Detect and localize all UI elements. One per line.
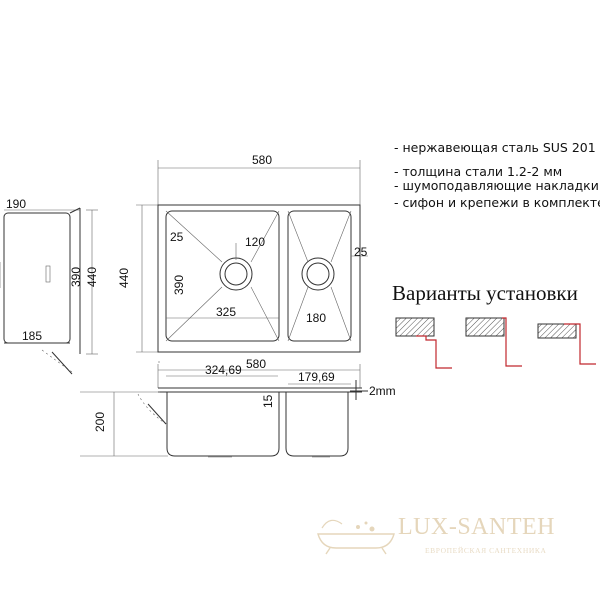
dim-top-width: 580 — [252, 153, 272, 167]
dim-right-width: 180 — [306, 311, 326, 325]
dim-side-width: 190 — [6, 197, 26, 211]
dim-section-width: 580 — [246, 357, 266, 371]
bathtub-logo-icon — [318, 520, 394, 554]
brand-name: LUX-SANTEH — [398, 514, 555, 540]
dim-left-corner: 25 — [170, 230, 184, 244]
spec-item: - толщина стали 1.2-2 мм — [394, 164, 562, 179]
variant-undermount-icon — [396, 318, 452, 368]
dim-side-inner: 390 — [69, 267, 83, 287]
dim-left-depth: 390 — [172, 275, 186, 295]
side-view: 190 390 440 185 — [0, 197, 99, 374]
dim-side-bottom: 185 — [22, 329, 42, 343]
dim-top-depth: 440 — [117, 268, 131, 288]
dim-section-height: 200 — [93, 412, 107, 432]
spec-item: - нержавеющая сталь SUS 201 — [394, 140, 596, 155]
dim-section-left: 324,69 — [205, 363, 242, 377]
spec-item: - шумоподавляющие накладки — [394, 178, 599, 193]
dim-section-thickness: 2mm — [369, 384, 396, 398]
brand-tagline: ЕВРОПЕЙСКАЯ САНТЕХНИКА — [425, 546, 546, 555]
dim-side-outer: 440 — [85, 267, 99, 287]
variant-overmount-icon — [538, 324, 596, 364]
installation-variants: Варианты установки — [392, 281, 596, 368]
dim-left-width: 325 — [216, 305, 236, 319]
variants-title: Варианты установки — [392, 281, 578, 305]
brand-watermark: LUX-SANTEH ЕВРОПЕЙСКАЯ САНТЕХНИКА — [318, 514, 555, 555]
dim-section-right: 179,69 — [298, 370, 335, 384]
section-view: 580 324,69 179,69 15 2mm 200 — [80, 357, 396, 457]
variant-flush-icon — [466, 318, 522, 366]
spec-list: - нержавеющая сталь SUS 201 - толщина ст… — [394, 140, 600, 210]
spec-item: - сифон и крепежи в комплекте — [394, 195, 600, 210]
dim-section-divider: 15 — [261, 394, 275, 408]
top-view: 580 440 25 120 390 325 25 180 — [117, 153, 368, 352]
dim-left-drain: 120 — [245, 235, 265, 249]
dim-right-corner: 25 — [354, 245, 368, 259]
